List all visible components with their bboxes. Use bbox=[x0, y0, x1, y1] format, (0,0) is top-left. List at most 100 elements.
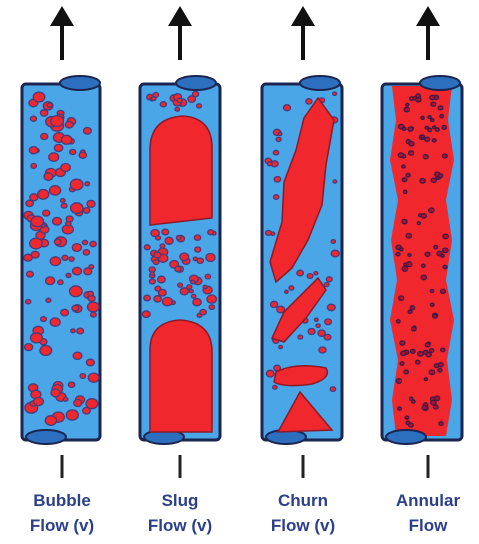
bubble bbox=[192, 91, 198, 96]
bubble bbox=[307, 274, 313, 279]
bubble bbox=[206, 254, 215, 262]
bubble bbox=[434, 364, 439, 368]
panel-annular-flow bbox=[382, 6, 462, 478]
bubble bbox=[73, 352, 82, 359]
bubble bbox=[65, 121, 73, 128]
bubble bbox=[187, 285, 192, 289]
bubble bbox=[175, 107, 180, 111]
bubble bbox=[160, 102, 166, 107]
bubble bbox=[406, 103, 409, 106]
bubble bbox=[203, 285, 207, 288]
bubble bbox=[72, 244, 81, 252]
bubble bbox=[426, 352, 431, 357]
bubble bbox=[74, 400, 82, 407]
bubble bbox=[442, 126, 446, 130]
up-arrow-icon bbox=[416, 6, 440, 60]
bubble bbox=[63, 397, 68, 401]
bubble bbox=[441, 289, 446, 293]
bubble bbox=[400, 362, 404, 365]
bubble bbox=[51, 389, 60, 397]
bubble bbox=[82, 240, 87, 244]
bubble bbox=[266, 370, 274, 377]
bubble bbox=[31, 216, 43, 226]
bubble bbox=[423, 155, 428, 159]
bubble bbox=[276, 137, 281, 141]
up-arrow-icon bbox=[168, 6, 192, 60]
bubble bbox=[441, 348, 445, 352]
bubble bbox=[156, 236, 161, 240]
bubble bbox=[408, 127, 413, 131]
bubble bbox=[194, 235, 200, 240]
bubble bbox=[49, 153, 59, 162]
label-line2: Flow bbox=[373, 513, 479, 538]
bubble bbox=[31, 164, 37, 169]
bubble bbox=[73, 267, 82, 275]
bubble bbox=[430, 290, 433, 293]
taylor-bubble-lower bbox=[150, 320, 212, 432]
bubble bbox=[430, 95, 435, 99]
bubble bbox=[33, 92, 45, 102]
bubble bbox=[433, 405, 438, 409]
bubble bbox=[54, 239, 61, 245]
bubble bbox=[404, 107, 409, 112]
bubble bbox=[409, 151, 414, 155]
bubble bbox=[279, 345, 283, 348]
bubble bbox=[27, 271, 34, 277]
bubble bbox=[266, 230, 272, 235]
bubble bbox=[433, 314, 437, 318]
bubble bbox=[85, 182, 90, 186]
bubble bbox=[177, 98, 182, 102]
bubble bbox=[66, 273, 71, 277]
bubble bbox=[398, 407, 402, 410]
bubble bbox=[162, 297, 172, 305]
bubble bbox=[443, 154, 448, 158]
bubble bbox=[408, 254, 411, 257]
bubble bbox=[326, 277, 332, 282]
bubble bbox=[402, 178, 407, 182]
bubble bbox=[421, 275, 426, 280]
bubble bbox=[61, 203, 67, 208]
bubble bbox=[26, 300, 31, 304]
bubble bbox=[400, 341, 405, 345]
bubble bbox=[428, 128, 432, 131]
bubble bbox=[149, 279, 155, 284]
label-line1: Churn bbox=[248, 488, 358, 513]
bubble bbox=[165, 237, 173, 244]
bubble bbox=[405, 416, 409, 419]
bubble bbox=[440, 115, 444, 118]
bubble bbox=[424, 378, 427, 381]
bubble bbox=[77, 328, 84, 334]
bubble bbox=[209, 305, 214, 310]
bubble bbox=[88, 373, 99, 382]
bubble bbox=[418, 352, 424, 357]
bubble bbox=[443, 265, 447, 268]
bubble bbox=[314, 318, 318, 321]
bubble bbox=[41, 133, 48, 139]
bubble bbox=[31, 116, 37, 121]
bubble bbox=[197, 104, 202, 108]
bubble bbox=[435, 396, 440, 400]
bubble bbox=[306, 99, 312, 104]
bubble bbox=[66, 410, 78, 420]
bubble bbox=[425, 252, 430, 256]
bubble bbox=[278, 132, 282, 135]
bubble bbox=[154, 296, 161, 302]
bubble bbox=[431, 178, 436, 182]
bubble bbox=[327, 304, 335, 311]
bubble bbox=[316, 324, 320, 328]
bubble bbox=[432, 139, 436, 142]
bubble bbox=[273, 150, 278, 155]
bubble bbox=[411, 349, 416, 353]
bubble bbox=[421, 214, 426, 218]
label-line2: Flow (v) bbox=[248, 513, 358, 538]
pipe-annular bbox=[382, 76, 462, 444]
panel-slug-flow bbox=[140, 6, 220, 478]
bubble bbox=[144, 245, 150, 250]
bubble bbox=[197, 258, 203, 263]
bubble bbox=[422, 406, 427, 410]
bubble bbox=[314, 272, 318, 275]
label-line2: Flow (v) bbox=[125, 513, 235, 538]
bubble bbox=[435, 128, 439, 131]
bubble bbox=[88, 291, 94, 296]
